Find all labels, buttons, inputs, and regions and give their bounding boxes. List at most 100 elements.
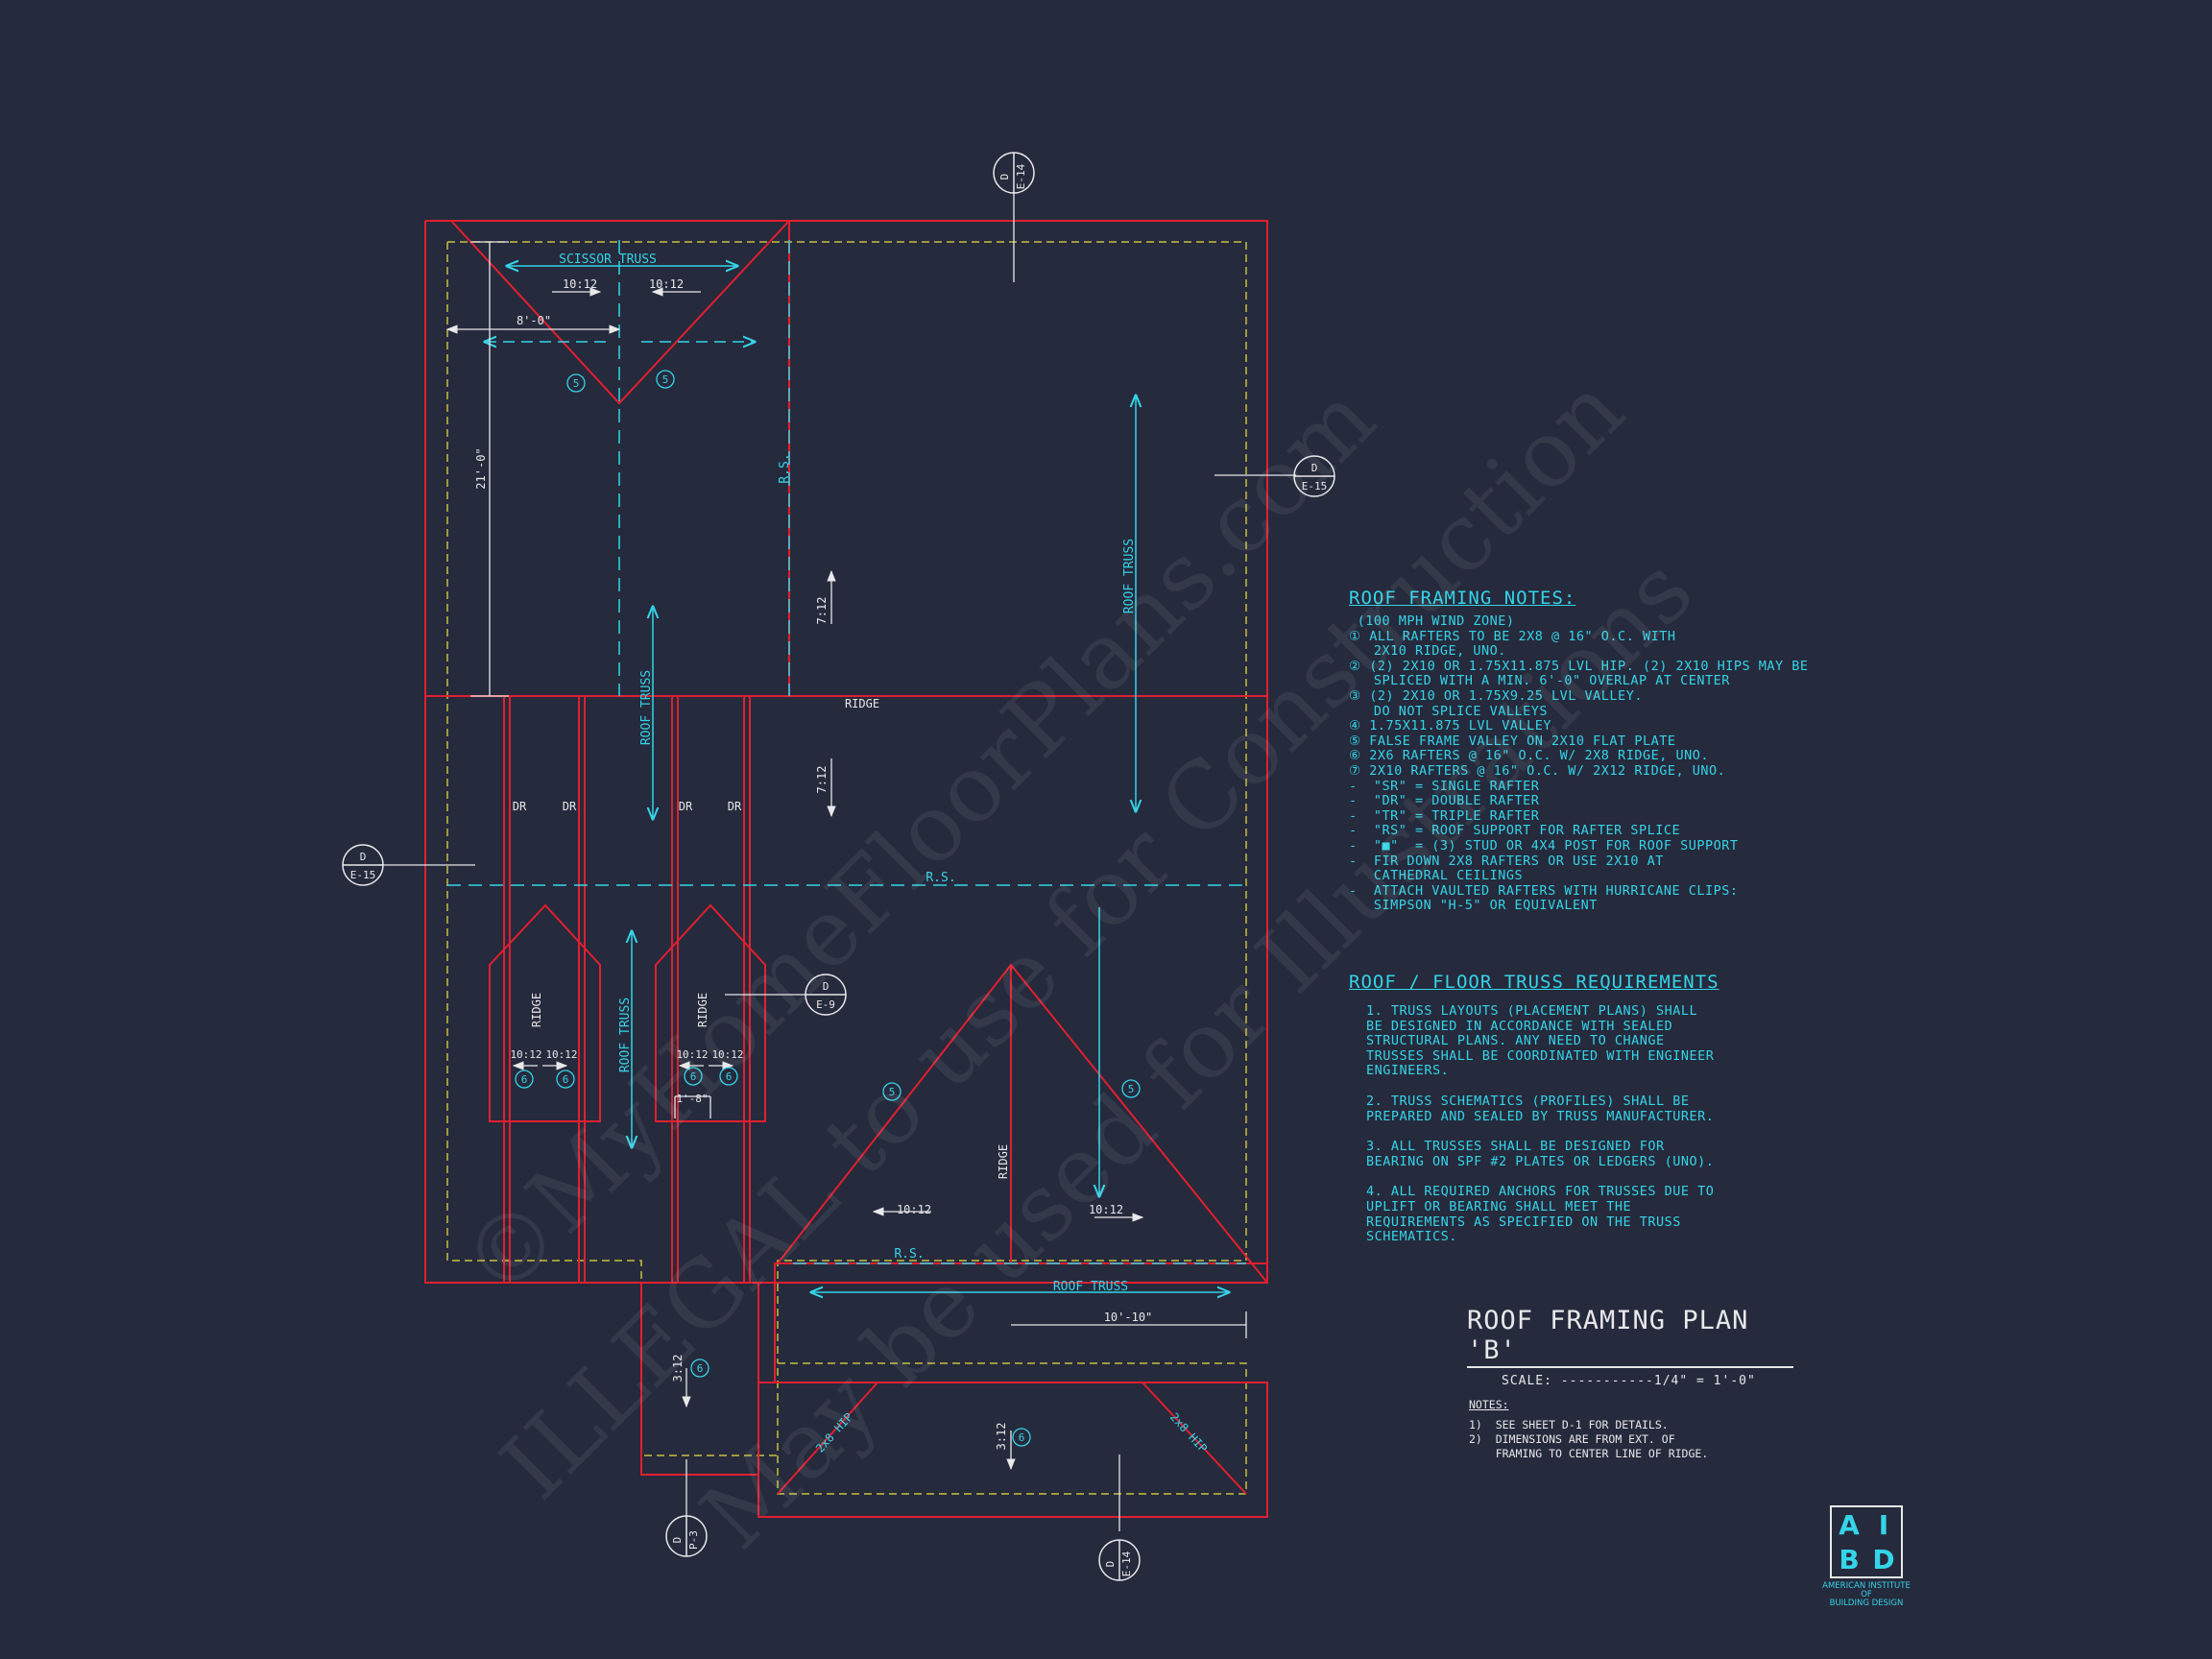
pitch-hip-right: 10:12 (1089, 1203, 1123, 1216)
dr-label-2: DR (563, 800, 577, 813)
dimension-lines (379, 192, 1296, 1531)
callout-mid-sheet: E-9 (816, 998, 835, 1011)
pitch-312-bottom: 3:12 (995, 1423, 1008, 1451)
pitch-dormer-2: 10:12 (545, 1048, 577, 1061)
framing-outline (446, 241, 1247, 1495)
logo-letter: D (1872, 1543, 1895, 1575)
tag-6b: 6 (563, 1073, 569, 1086)
note-line: - FIR DOWN 2x8 RAFTERS OR USE 2x10 AT (1349, 853, 1664, 869)
note-line: - "DR" = DOUBLE RAFTER (1349, 793, 1540, 809)
callout-mid (805, 974, 847, 1016)
callout-mid-letter: D (823, 980, 830, 993)
truss-arrows (485, 266, 1229, 1292)
truss-requirement-item: 2. TRUSS SCHEMATICS (PROFILES) SHALL BE … (1366, 1093, 1715, 1124)
aibd-logo: A I B D AMERICAN INSTITUTE OF BUILDING D… (1820, 1505, 1912, 1608)
truss-requirements-title: ROOF / FLOOR TRUSS REQUIREMENTS (1349, 972, 1719, 993)
note-line: ① ALL RAFTERS TO BE 2x8 @ 16" O.C. WITH (1349, 628, 1676, 644)
note-line: ② (2) 2x10 OR 1.75x11.875 LVL HIP. (2) 2… (1349, 658, 1809, 674)
logo-caption-line: AMERICAN INSTITUTE (1822, 1581, 1911, 1591)
roof-truss-label-center: ROOF TRUSS (639, 670, 654, 745)
tag-6f: 6 (1019, 1431, 1025, 1444)
general-notes-heading: NOTES: (1469, 1398, 1509, 1411)
callout-right-letter: D (1311, 462, 1318, 474)
note-line: - "TR" = TRIPLE RAFTER (1349, 807, 1540, 824)
roof-framing-notes: ROOF FRAMING NOTES: (100 MPH WIND ZONE) … (1349, 588, 1810, 914)
callout-top (993, 152, 1035, 194)
callout-left-sheet: E-15 (350, 869, 376, 881)
note-line: ⑤ FALSE FRAME VALLEY ON 2x10 FLAT PLATE (1349, 733, 1676, 749)
callout-top-letter: D (998, 174, 1011, 180)
note-line: 2x10 RIDGE, UNO. (1349, 643, 1506, 660)
roof-truss-label-bottom: ROOF TRUSS (1053, 1280, 1128, 1294)
note-line: SIMPSON "H-5" OR EQUIVALENT (1349, 898, 1598, 914)
scissor-truss-label: SCISSOR TRUSS (559, 252, 657, 267)
general-note-line: FRAMING TO CENTER LINE OF RIDGE. (1469, 1447, 1709, 1460)
note-line: - "SR" = SINGLE RAFTER (1349, 778, 1540, 794)
hip-label-right: 2x8 HIP (1167, 1410, 1210, 1455)
note-line: SPLICED WITH A MIN. 6'-0" OVERLAP AT CEN… (1349, 673, 1730, 689)
tag-5b: 5 (662, 373, 669, 386)
callout-right (1293, 455, 1335, 497)
tag-6e: 6 (697, 1362, 704, 1375)
callout-left-letter: D (360, 851, 367, 863)
roof-truss-label-right: ROOF TRUSS (1122, 539, 1137, 613)
roof-framing-notes-list: (100 MPH WIND ZONE) ① ALL RAFTERS TO BE … (1349, 613, 1810, 914)
callout-top-sheet: E-14 (1015, 163, 1027, 189)
callout-right-sheet: E-15 (1302, 480, 1328, 493)
pitch-712-upper: 7:12 (815, 597, 829, 625)
general-note-line: 1) SEE SHEET D-1 FOR DETAILS. (1469, 1418, 1669, 1431)
general-note-line: 2) DIMENSIONS ARE FROM EXT. OF (1469, 1432, 1675, 1446)
dim-8ft: 8'-0" (517, 314, 551, 327)
truss-requirement-item: 3. ALL TRUSSES SHALL BE DESIGNED FOR BEA… (1366, 1139, 1715, 1169)
tag-5c: 5 (889, 1086, 896, 1098)
roof-truss-label-lower: ROOF TRUSS (618, 998, 633, 1072)
rs-label-lower: R.S. (894, 1247, 924, 1262)
logo-letter: A (1839, 1508, 1860, 1541)
rs-label-middle: R.S. (926, 871, 955, 885)
tag-6d: 6 (726, 1070, 733, 1083)
hip-label-left: 2x8 HIP (813, 1410, 855, 1455)
callout-bottom-left (665, 1515, 708, 1557)
roof-outline (424, 220, 1268, 1518)
callout-bottom-left-letter: D (671, 1537, 684, 1544)
dr-label-4: DR (728, 800, 742, 813)
title-block: ROOF FRAMING PLAN 'B' SCALE: -----------… (1467, 1306, 1793, 1388)
pitch-712-lower: 7:12 (815, 766, 829, 794)
ridge-label-dormer-right: RIDGE (696, 993, 709, 1027)
pitch-dormer-1: 10:12 (510, 1048, 541, 1061)
rs-label-upper: R.S. (778, 453, 792, 483)
callout-bottom-left-sheet: P-3 (687, 1530, 700, 1550)
note-line: - "RS" = ROOF SUPPORT FOR RAFTER SPLICE (1349, 823, 1681, 839)
note-line: - "■" = (3) STUD OR 4x4 POST FOR ROOF SU… (1349, 837, 1739, 854)
tag-5a: 5 (573, 377, 580, 390)
note-line: ⑥ 2x6 RAFTERS @ 16" O.C. W/ 2x8 RIDGE, U… (1349, 748, 1709, 764)
note-tags (515, 370, 1141, 1447)
pitch-scissor-right: 10:12 (649, 277, 684, 291)
truss-requirement-item: 4. ALL REQUIRED ANCHORS FOR TRUSSES DUE … (1366, 1184, 1715, 1245)
ridge-label-main: RIDGE (845, 697, 879, 710)
truss-requirement-item: 1. TRUSS LAYOUTS (PLACEMENT PLANS) SHALL… (1366, 1003, 1715, 1079)
callout-bottom (1098, 1539, 1141, 1581)
logo-letter: B (1839, 1543, 1860, 1575)
ridge-label-dormer-left: RIDGE (530, 993, 543, 1027)
logo-letter: I (1878, 1508, 1889, 1541)
truss-requirements: ROOF / FLOOR TRUSS REQUIREMENTS 1. TRUSS… (1349, 972, 1810, 1261)
dim-1ft8: 1'-8" (676, 1093, 708, 1105)
logo-caption-line: OF (1861, 1590, 1872, 1599)
drawing-scale: SCALE: -----------1/4" = 1'-0" (1502, 1374, 1756, 1388)
tag-6c: 6 (690, 1070, 697, 1083)
logo-caption-line: BUILDING DESIGN (1829, 1599, 1904, 1608)
pitch-scissor-left: 10:12 (563, 277, 597, 291)
roof-support-lines (447, 240, 1246, 1264)
logo-caption: AMERICAN INSTITUTE OF BUILDING DESIGN (1820, 1582, 1912, 1608)
note-line: CATHEDRAL CEILINGS (1349, 868, 1524, 884)
dr-label-1: DR (513, 800, 527, 813)
pitch-dormer-3: 10:12 (676, 1048, 708, 1061)
tag-6a: 6 (521, 1073, 528, 1086)
dr-label-3: DR (679, 800, 693, 813)
truss-requirements-list: 1. TRUSS LAYOUTS (PLACEMENT PLANS) SHALL… (1349, 1003, 1810, 1245)
drawing-title: ROOF FRAMING PLAN 'B' (1467, 1306, 1793, 1368)
ridge-label-hip: RIDGE (997, 1144, 1010, 1179)
